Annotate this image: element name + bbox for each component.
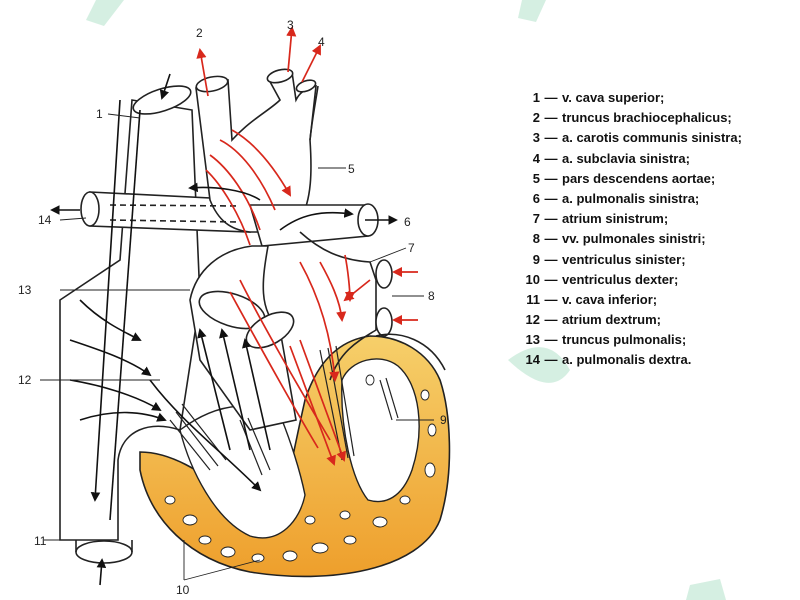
venous-flow-arrows — [50, 73, 398, 586]
legend: 1—v. cava superior; 2—truncus brachiocep… — [518, 88, 798, 371]
callout-4: 4 — [318, 35, 325, 49]
callout-6: 6 — [404, 215, 411, 229]
legend-item: 12—atrium dextrum; — [525, 312, 661, 328]
vena-pulmonalis-lower — [375, 307, 393, 337]
arterial-flow-arrows — [196, 25, 418, 466]
trabeculae — [164, 374, 437, 563]
vena-pulmonalis-upper — [375, 259, 393, 289]
legend-item: 13—truncus pulmonalis; — [525, 332, 687, 348]
legend-item: 10—ventriculus dexter; — [525, 271, 679, 287]
callout-14: 14 — [38, 213, 52, 227]
callout-5: 5 — [348, 162, 355, 176]
leader-lines — [40, 113, 434, 581]
legend-item: 4—a. subclavia sinistra; — [532, 150, 690, 166]
callout-3: 3 — [287, 18, 294, 32]
callout-2: 2 — [196, 26, 203, 40]
callout-13: 13 — [18, 283, 32, 297]
vena-cava-superior-opening — [132, 85, 192, 115]
callout-7: 7 — [408, 241, 415, 255]
callout-10: 10 — [176, 583, 190, 597]
legend-item: 8—vv. pulmonales sinistri; — [532, 231, 706, 247]
callout-12: 12 — [18, 373, 32, 387]
legend-item: 2—truncus brachiocephalicus; — [532, 110, 732, 126]
legend-item: 14—a. pulmonalis dextra. — [525, 352, 692, 368]
callout-1: 1 — [96, 107, 103, 121]
callout-9: 9 — [440, 413, 447, 427]
legend-item: 3—a. carotis communis sinistra; — [532, 130, 742, 146]
callout-11: 11 — [34, 534, 47, 548]
legend-item: 11—v. cava inferior; — [526, 291, 658, 307]
left-ventricle-cavity — [341, 358, 420, 503]
callout-labels: 1 2 3 4 5 6 7 8 9 10 11 12 13 14 — [18, 18, 447, 597]
callout-8: 8 — [428, 289, 435, 303]
legend-item: 5—pars descendens aortae; — [532, 170, 716, 186]
legend-item: 7—atrium sinistrum; — [532, 211, 669, 227]
vena-cava-inferior-opening — [75, 540, 133, 564]
legend-item: 9—ventriculus sinister; — [532, 251, 686, 267]
legend-item: 6—a. pulmonalis sinistra; — [532, 190, 700, 206]
legend-item: 1—v. cava superior; — [532, 90, 665, 105]
